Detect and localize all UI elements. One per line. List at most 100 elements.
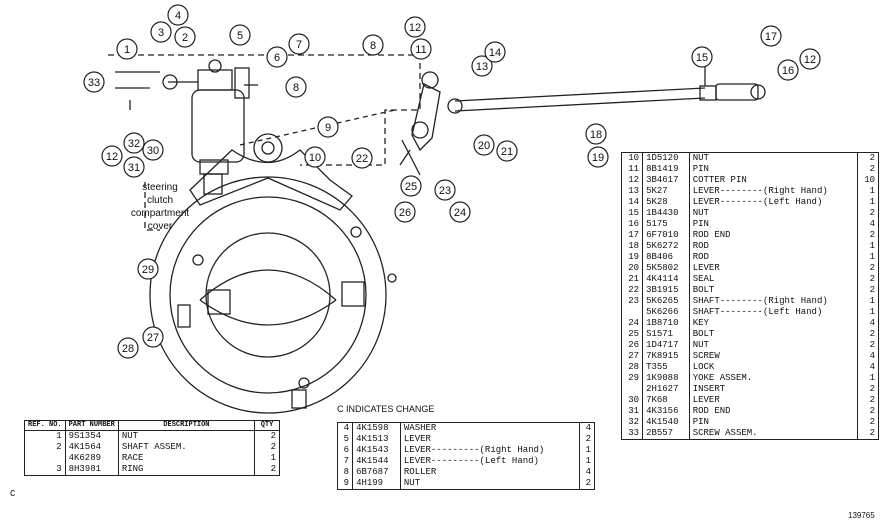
row-ref: 15 (620, 208, 644, 219)
row-description: LEVER (689, 395, 858, 406)
row-qty: 4 (857, 362, 880, 373)
row-qty: 1 (857, 373, 880, 384)
row-part-number: 5K6266 (642, 307, 690, 318)
row-description: LEVER--------(Left Hand) (689, 197, 858, 208)
row-ref: 12 (620, 175, 644, 186)
row-description: COTTER PIN (689, 175, 858, 186)
callout-number: 11 (415, 44, 426, 56)
callout-bubble: 27 (142, 326, 164, 348)
caption-line: steering (142, 182, 178, 193)
row-description: LEVER---------(Left Hand) (400, 456, 580, 467)
callout-number: 6 (274, 52, 280, 64)
row-qty: 4 (579, 467, 596, 478)
row-part-number: 4K1543 (352, 445, 401, 456)
row-description: SHAFT--------(Left Hand) (689, 307, 858, 318)
screw-assembly-33 (162, 74, 178, 90)
row-description: LEVER (689, 263, 858, 274)
callout-number: 7 (296, 39, 302, 51)
row-qty: 2 (857, 417, 880, 428)
callout-bubble: 5 (229, 24, 251, 46)
row-ref: 28 (620, 362, 644, 373)
callout-number: 19 (592, 152, 604, 164)
row-qty: 2 (254, 464, 280, 476)
row-description: BOLT (689, 285, 858, 296)
row-ref: 33 (620, 428, 644, 440)
row-qty: 1 (857, 197, 880, 208)
row-description: LOCK (689, 362, 858, 373)
row-part-number: 2H1627 (642, 384, 690, 395)
callout-number: 2 (182, 32, 188, 44)
header-ref: REF. NO. (24, 420, 66, 431)
row-qty: 1 (254, 453, 280, 464)
row-part-number: 5175 (642, 219, 690, 230)
row-part-number: 8B1419 (642, 164, 690, 175)
callout-number: 17 (765, 31, 777, 43)
row-ref: 14 (620, 197, 644, 208)
row-description: RING (118, 464, 256, 476)
row-ref: 3 (24, 464, 66, 476)
callout-bubble: 12 (101, 145, 123, 167)
row-qty: 10 (857, 175, 880, 186)
callout-number: 18 (590, 129, 602, 141)
rod-18 (454, 87, 706, 112)
valve-top (197, 69, 233, 91)
row-part-number: T355 (642, 362, 690, 373)
row-qty: 2 (857, 208, 880, 219)
row-part-number: 5K6272 (642, 241, 690, 252)
row-description: KEY (689, 318, 858, 329)
row-part-number: S1571 (642, 329, 690, 340)
row-qty: 2 (254, 442, 280, 453)
callout-bubble: 14 (484, 41, 506, 63)
callout-bubble: 21 (496, 140, 518, 162)
callout-number: 5 (237, 30, 243, 42)
row-part-number: 1B8710 (642, 318, 690, 329)
callout-bubble: 26 (394, 201, 416, 223)
callout-number: 23 (439, 185, 451, 197)
row-part-number: 1D4717 (642, 340, 690, 351)
row-ref: 29 (620, 373, 644, 384)
cover-caption: steering clutch compartment cover (131, 182, 190, 232)
row-ref: 22 (620, 285, 644, 296)
row-part-number: 2B557 (642, 428, 690, 440)
row-description: LEVER--------(Right Hand) (689, 186, 858, 197)
callout-number: 3 (158, 27, 164, 39)
callout-bubble: 11 (410, 38, 432, 60)
yoke-hub (205, 232, 331, 358)
row-part-number: 8H3981 (65, 464, 119, 476)
row-description: NUT (689, 340, 858, 351)
row-qty: 1 (857, 307, 880, 318)
callout-number: 26 (399, 207, 411, 219)
row-description: SCREW (689, 351, 858, 362)
row-ref: 2 (24, 442, 66, 453)
row-part-number: 8B406 (642, 252, 690, 263)
callout-number: 13 (476, 61, 488, 73)
callout-number: 29 (142, 264, 154, 276)
callout-bubble: 31 (123, 156, 145, 178)
row-ref: 6 (336, 445, 354, 456)
callout-bubble: 17 (760, 25, 782, 47)
row-description: ROD (689, 252, 858, 263)
callout-number: 16 (782, 65, 794, 77)
row-description: PIN (689, 219, 858, 230)
callout-number: 12 (106, 151, 118, 163)
row-qty: 4 (857, 219, 880, 230)
row-part-number: 5K27 (642, 186, 690, 197)
row-ref: 7 (336, 456, 354, 467)
row-qty: 2 (857, 164, 880, 175)
row-part-number: 4K1598 (352, 422, 401, 434)
callout-bubble: 20 (473, 134, 495, 156)
callout-bubble: 33 (83, 71, 105, 93)
